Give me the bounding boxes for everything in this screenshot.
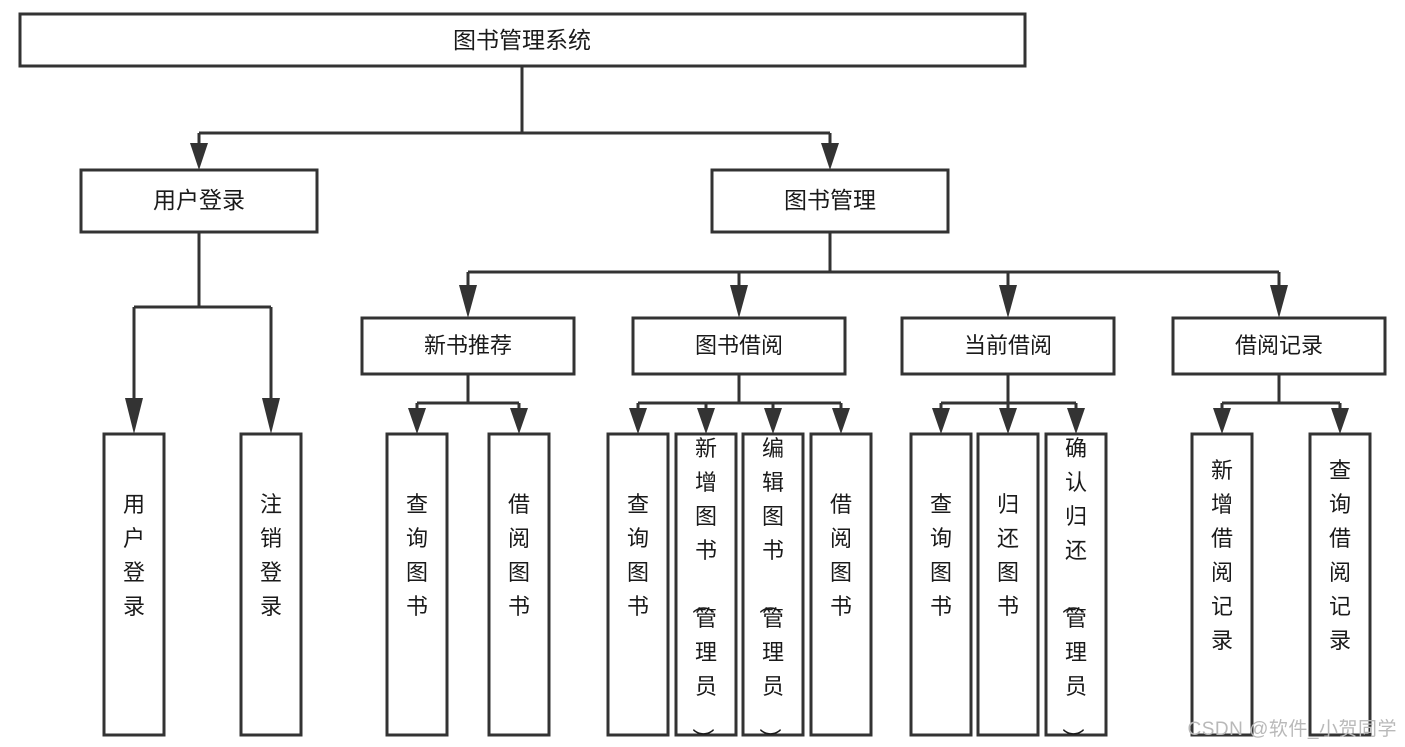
leaf-node[interactable]: 借阅图书: [809, 432, 873, 737]
leaf-borrow-query-box[interactable]: [606, 432, 670, 737]
node-borrow-record-box[interactable]: [1171, 316, 1387, 376]
arrow-books-child-3: [999, 285, 1017, 318]
node-root-box[interactable]: [18, 12, 1027, 68]
leaf-node[interactable]: 查询借阅记录: [1308, 432, 1372, 737]
arrow-books-child-4: [1270, 285, 1288, 318]
leaf-node[interactable]: 新增图书（管理员）: [674, 432, 738, 747]
leaf-user-login-box[interactable]: [102, 432, 166, 737]
node-user-login-box[interactable]: [79, 168, 319, 234]
leaf-node[interactable]: 查询图书: [606, 432, 670, 737]
arrow-books-child-2: [730, 285, 748, 318]
node-current-borrow-box[interactable]: [900, 316, 1116, 376]
node-book-management-box[interactable]: [710, 168, 950, 234]
leaf-borrow-edit-label: 编辑图书（管理员）: [757, 436, 784, 747]
arrow-record-leaf-2: [1331, 408, 1349, 434]
leaf-node[interactable]: 借阅图书: [487, 432, 551, 737]
leaf-newbook-query-label: 查询图书: [406, 492, 428, 619]
arrow-root-to-books: [821, 143, 839, 170]
leaf-borrow-add-box[interactable]: [674, 432, 738, 737]
arrow-current-leaf-2: [999, 408, 1017, 434]
leaf-record-add-label: 新增借阅记录: [1211, 458, 1233, 653]
leaf-node[interactable]: 注销登录: [239, 432, 303, 737]
node-book-borrow-label: 图书借阅: [695, 333, 783, 358]
leaf-user-login-label: 用户登录: [123, 492, 145, 619]
arrow-borrow-leaf-4: [832, 408, 850, 434]
arrow-user-leaf-1: [125, 398, 143, 434]
leaf-newbook-query-box[interactable]: [385, 432, 449, 737]
arrow-borrow-leaf-3: [764, 408, 782, 434]
node-user-login-label: 用户登录: [153, 187, 245, 213]
leaf-borrow-book-label: 借阅图书: [830, 492, 852, 619]
node-new-book-recommend-label: 新书推荐: [424, 333, 512, 358]
arrow-user-leaf-2: [262, 398, 280, 434]
arrow-books-child-1: [459, 285, 477, 318]
arrow-record-leaf-1: [1213, 408, 1231, 434]
arrow-newbook-leaf-1: [408, 408, 426, 434]
leaf-node[interactable]: 查询图书: [385, 432, 449, 737]
leaf-borrow-add-label: 新增图书（管理员）: [690, 436, 717, 747]
node-user-login[interactable]: 用户登录: [79, 168, 319, 234]
leaf-current-query-label: 查询图书: [930, 492, 952, 619]
leaf-current-confirm-label: 确认归还（管理员）: [1060, 436, 1087, 747]
node-borrow-record[interactable]: 借阅记录: [1171, 316, 1387, 376]
node-borrow-record-label: 借阅记录: [1235, 333, 1323, 358]
leaf-record-query-label: 查询借阅记录: [1329, 458, 1351, 653]
leaf-logout-box[interactable]: [239, 432, 303, 737]
node-current-borrow-label: 当前借阅: [964, 333, 1052, 358]
node-book-borrow-box[interactable]: [631, 316, 847, 376]
leaf-borrow-book-box[interactable]: [809, 432, 873, 737]
leaf-node[interactable]: 归还图书: [976, 432, 1040, 737]
leaf-logout-label: 注销登录: [260, 492, 282, 619]
node-new-book-recommend[interactable]: 新书推荐: [360, 316, 576, 376]
connector-group: [125, 66, 1349, 434]
node-book-borrow[interactable]: 图书借阅: [631, 316, 847, 376]
node-book-management-label: 图书管理: [784, 187, 876, 213]
arrow-current-leaf-3: [1067, 408, 1085, 434]
leaf-node[interactable]: 确认归还（管理员）: [1044, 432, 1108, 747]
arrow-current-leaf-1: [932, 408, 950, 434]
arrow-root-to-user: [190, 143, 208, 170]
leaf-borrow-edit-box[interactable]: [741, 432, 805, 737]
arrow-borrow-leaf-2: [697, 408, 715, 434]
node-root-label: 图书管理系统: [453, 27, 591, 53]
leaf-record-add-box[interactable]: [1190, 432, 1254, 737]
leaf-newbook-borrow-label: 借阅图书: [508, 492, 530, 619]
leaf-node[interactable]: 用户登录: [102, 432, 166, 737]
arrow-newbook-leaf-2: [510, 408, 528, 434]
leaf-borrow-query-label: 查询图书: [627, 492, 649, 619]
leaf-current-query-box[interactable]: [909, 432, 973, 737]
leaf-node[interactable]: 新增借阅记录: [1190, 432, 1254, 737]
node-new-book-recommend-box[interactable]: [360, 316, 576, 376]
arrow-borrow-leaf-1: [629, 408, 647, 434]
leaf-current-confirm-box[interactable]: [1044, 432, 1108, 737]
leaf-current-return-label: 归还图书: [997, 492, 1019, 619]
node-current-borrow[interactable]: 当前借阅: [900, 316, 1116, 376]
leaf-node[interactable]: 编辑图书（管理员）: [741, 432, 805, 747]
leaf-newbook-borrow-box[interactable]: [487, 432, 551, 737]
node-root[interactable]: 图书管理系统: [18, 12, 1027, 68]
leaf-node[interactable]: 查询图书: [909, 432, 973, 737]
node-book-management[interactable]: 图书管理: [710, 168, 950, 234]
leaf-record-query-box[interactable]: [1308, 432, 1372, 737]
leaf-current-return-box[interactable]: [976, 432, 1040, 737]
